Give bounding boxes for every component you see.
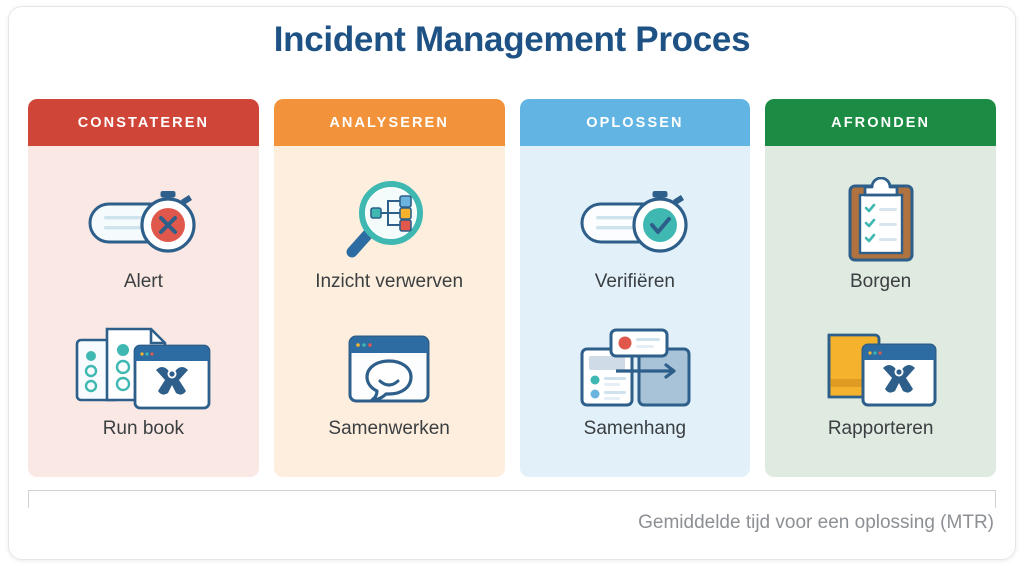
process-item-label: Rapporteren (827, 418, 934, 440)
process-item-samenwerken[interactable]: Samenwerken (280, 326, 499, 440)
stage-header-oplossen: OPLOSSEN (519, 99, 751, 146)
process-item-inzicht-verwerven[interactable]: Inzicht verwerven (280, 179, 499, 293)
stage-body-constateren: Alert (28, 146, 259, 477)
stage-header-analyseren: ANALYSEREN (273, 99, 505, 146)
process-item-label: Samenhang (583, 418, 687, 440)
process-item-label: Verifiëren (594, 270, 676, 292)
process-item-alert[interactable]: Alert (34, 179, 253, 293)
process-item-label: Run book (102, 418, 185, 440)
process-item-label: Alert (123, 270, 163, 292)
stage-header-afronden: AFRONDEN (765, 99, 996, 146)
book-browser-report-icon (821, 326, 941, 412)
process-item-rapporteren[interactable]: Rapporteren (771, 326, 990, 440)
page-title: Incident Management Proces (273, 20, 751, 59)
stage-body-afronden: Borgen (765, 146, 996, 477)
alert-stopwatch-error-icon (84, 179, 202, 265)
browser-chat-bubble-icon (344, 326, 434, 412)
process-item-run-book[interactable]: Run book (34, 326, 253, 440)
process-item-samenhang[interactable]: Samenhang (526, 326, 745, 440)
verify-stopwatch-check-icon (576, 179, 694, 265)
stage-column-oplossen[interactable]: OPLOSSEN (519, 99, 751, 477)
process-item-borgen[interactable]: Borgen (771, 176, 990, 293)
stage-body-analyseren: Inzicht verwerven (274, 146, 505, 477)
duration-bracket (28, 490, 996, 508)
process-item-label: Inzicht verwerven (315, 270, 464, 292)
process-item-label: Borgen (849, 270, 912, 292)
stage-body-oplossen: Verifiëren (520, 146, 751, 477)
process-stage-columns: CONSTATEREN (28, 99, 996, 477)
magnifier-node-graph-icon (339, 179, 439, 265)
clipboard-checklist-icon (841, 176, 921, 265)
duration-caption: Gemiddelde tijd voor een oplossing (MTR) (638, 512, 994, 533)
runbook-documents-browser-icon (73, 326, 213, 412)
stage-header-constateren: CONSTATEREN (28, 99, 259, 146)
process-item-label: Samenwerken (328, 418, 450, 440)
stage-column-constateren[interactable]: CONSTATEREN (28, 99, 259, 477)
panels-correlation-arrow-icon (576, 326, 694, 412)
stage-column-analyseren[interactable]: ANALYSEREN (273, 99, 505, 477)
stage-column-afronden[interactable]: AFRONDEN (765, 99, 996, 477)
process-item-verifieren[interactable]: Verifiëren (526, 179, 745, 293)
